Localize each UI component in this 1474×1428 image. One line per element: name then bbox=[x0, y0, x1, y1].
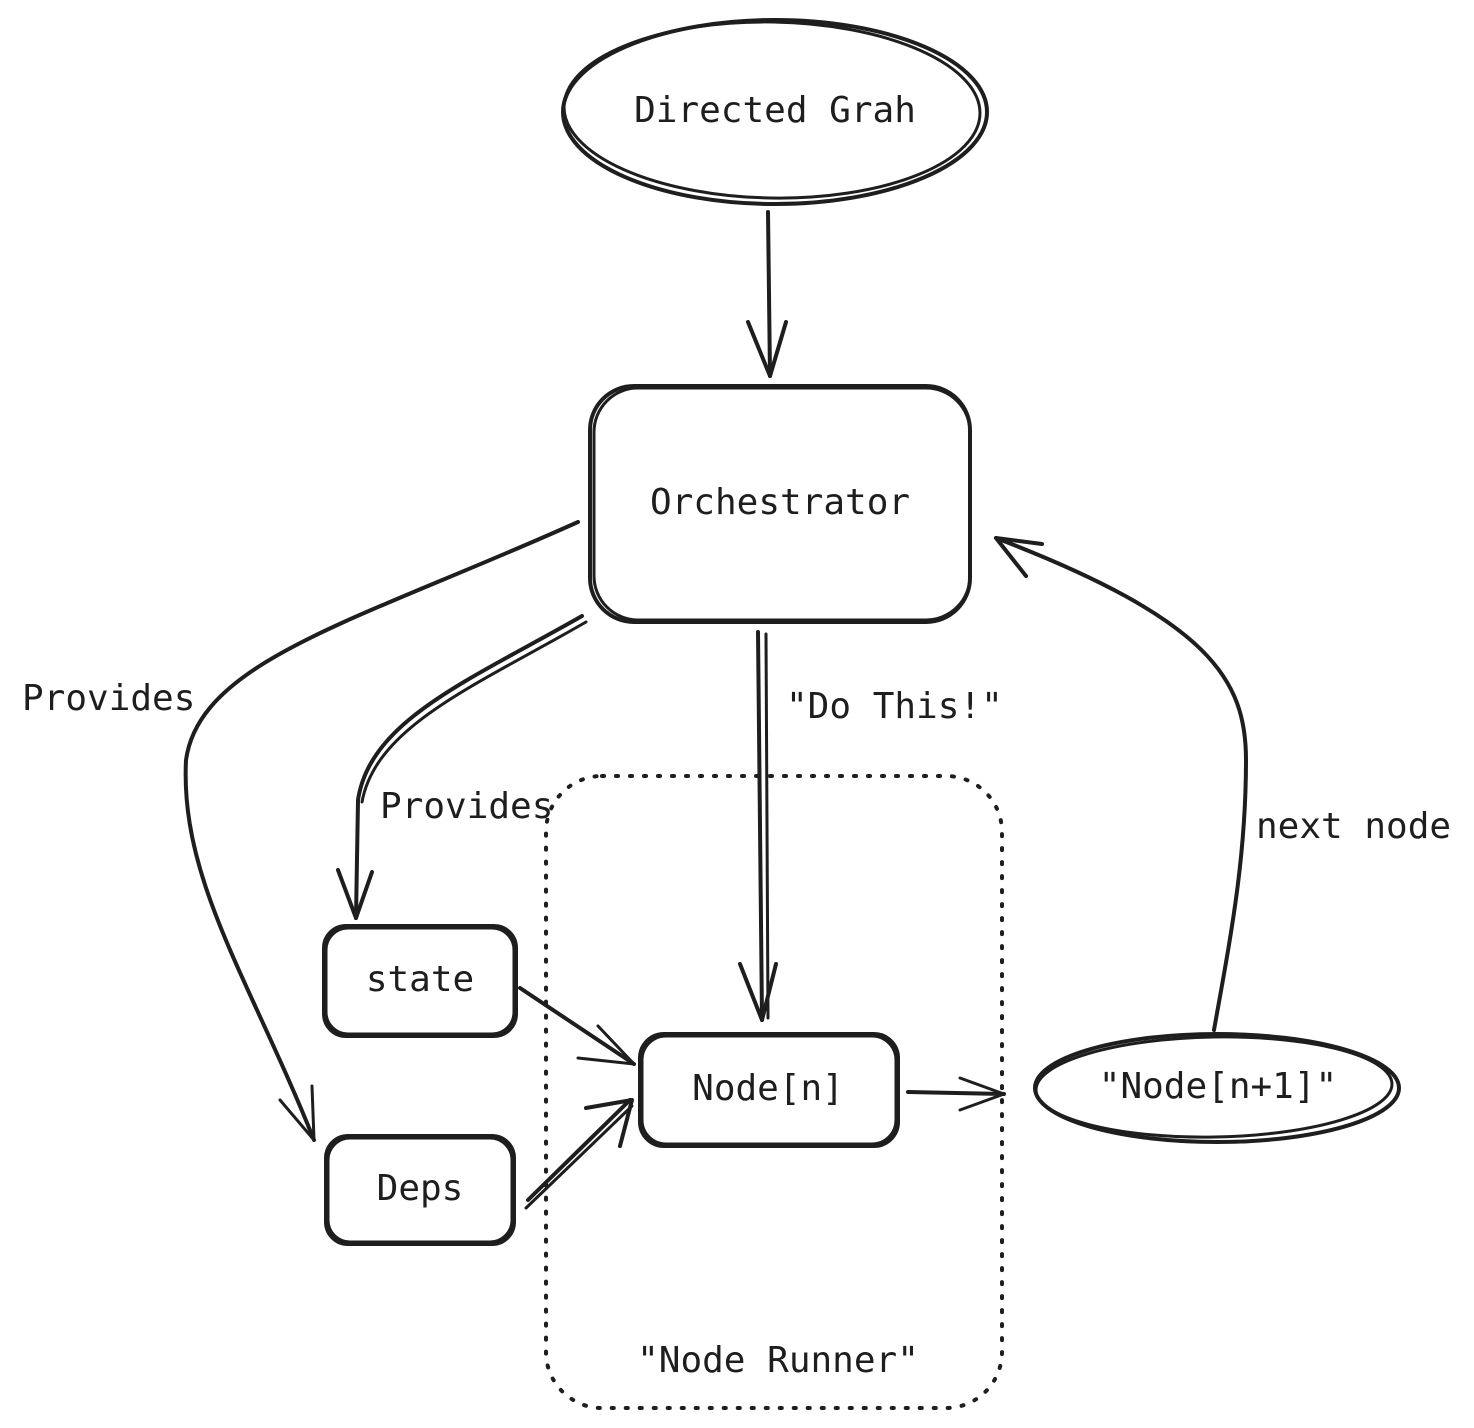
state-label: state bbox=[366, 959, 474, 1000]
node-n1: "Node[n+1]" bbox=[1033, 1032, 1401, 1144]
deps-node: Deps bbox=[324, 1134, 516, 1246]
state-node: state bbox=[322, 924, 518, 1038]
node-runner-label: "Node Runner" bbox=[637, 1340, 919, 1381]
node-n-label: Node[n] bbox=[692, 1068, 844, 1109]
edge-node-n-to-node-n1 bbox=[906, 1076, 1006, 1112]
edge-state-to-node-n bbox=[518, 986, 636, 1066]
node-n: Node[n] bbox=[638, 1032, 900, 1148]
provides-inner-label: Provides bbox=[380, 786, 553, 827]
node-runner-container: "Node Runner" bbox=[544, 774, 1004, 1410]
do-this-label: "Do This!" bbox=[786, 686, 1003, 727]
edge-orchestrator-to-node-n bbox=[738, 630, 778, 1022]
deps-label: Deps bbox=[377, 1168, 464, 1209]
edge-graph-to-orchestrator bbox=[746, 210, 788, 378]
node-n1-label: "Node[n+1]" bbox=[1099, 1066, 1337, 1107]
edge-orchestrator-to-deps bbox=[183, 520, 580, 1142]
orchestrator-label: Orchestrator bbox=[650, 482, 910, 523]
next-node-label: next node bbox=[1256, 806, 1451, 847]
provides-left-label: Provides bbox=[22, 678, 195, 719]
directed-graph-node: Directed Grah bbox=[561, 18, 989, 206]
orchestrator-node: Orchestrator bbox=[588, 384, 972, 624]
edge-node-n1-to-orchestrator bbox=[994, 536, 1248, 1032]
edge-deps-to-node-n bbox=[524, 1098, 634, 1210]
directed-graph-label: Directed Grah bbox=[634, 90, 916, 131]
edge-orchestrator-to-state bbox=[336, 614, 588, 920]
